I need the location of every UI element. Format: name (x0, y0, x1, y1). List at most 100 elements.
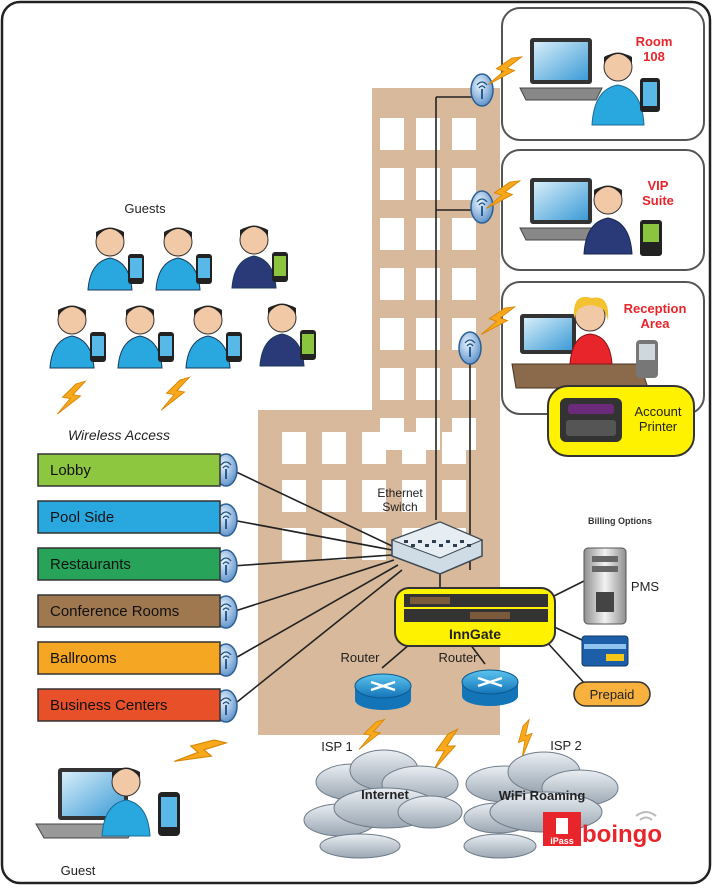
receptionist-icon (569, 296, 613, 365)
zone-item: Business Centers (37, 688, 221, 722)
boingo-logo: boingo (582, 811, 662, 848)
lightning-bolt-icon (173, 739, 229, 762)
svg-text:Prepaid: Prepaid (590, 687, 635, 702)
guest-label: Guest (61, 863, 96, 878)
zone-label: Restaurants (50, 556, 131, 573)
pms-label: PMS (631, 579, 660, 594)
router-1-label: Router (340, 650, 380, 665)
zone-bar (37, 594, 221, 628)
building-window (380, 168, 404, 200)
wireless-bolts (56, 56, 533, 771)
guest-laptop-icon (35, 768, 137, 839)
building-window (380, 268, 404, 300)
prepaid-badge: Prepaid (573, 681, 651, 707)
zone-label: Ballrooms (50, 650, 117, 667)
guest-person-icon (591, 52, 645, 126)
guest-person-icon (49, 305, 106, 369)
internet-cloud: Internet (303, 749, 463, 859)
zone-item: Pool Side (37, 500, 221, 534)
guest-person-icon (101, 767, 151, 837)
building-window (452, 118, 476, 150)
building-window (380, 118, 404, 150)
guest-person-icon (155, 227, 212, 291)
lightning-bolt-icon (160, 376, 191, 411)
credit-card-icon (581, 635, 629, 667)
building-window (452, 218, 476, 250)
zone-label: Lobby (50, 462, 91, 479)
building-window (322, 480, 346, 512)
lightning-bolt-icon (486, 180, 522, 209)
wireless-access-point-icon (470, 73, 494, 107)
zone-label: Business Centers (50, 697, 168, 714)
building-window (380, 218, 404, 250)
lightning-bolt-icon (488, 56, 524, 85)
building-window (402, 432, 426, 464)
guests-label: Guests (124, 201, 166, 216)
building-window (322, 528, 346, 560)
zone-item: Ballrooms (37, 641, 221, 675)
building-window (380, 318, 404, 350)
router-2-icon (461, 669, 519, 706)
zone-label: Conference Rooms (50, 603, 179, 620)
lightning-bolt-icon (358, 718, 386, 750)
svg-text:iPass: iPass (550, 836, 574, 846)
isp-2-label: ISP 2 (550, 738, 582, 753)
building-window (452, 168, 476, 200)
business-guest-icon (259, 303, 316, 367)
zone-bar (37, 641, 221, 675)
svg-text:Internet: Internet (361, 787, 409, 802)
building-window (282, 432, 306, 464)
laptop-icon (519, 38, 603, 101)
building-window (362, 480, 386, 512)
zone-bar (37, 547, 221, 581)
connection-lines (231, 96, 591, 707)
wireless-access-point-icon (458, 331, 482, 365)
wireless-access-point-icon (470, 190, 494, 224)
billing-options-label: Billing Options (588, 516, 652, 526)
wireless-access-label: Wireless Access (68, 427, 170, 443)
guest-person-icon (117, 305, 174, 369)
building-window (452, 368, 476, 400)
business-guest-icon (231, 225, 288, 289)
zone-bar (37, 500, 221, 534)
building-windows (282, 118, 476, 560)
lightning-bolt-icon (517, 718, 533, 759)
building-window (322, 432, 346, 464)
inngate-appliance: InnGate (394, 587, 556, 647)
inngate-label: InnGate (449, 626, 501, 642)
guest-group (49, 225, 316, 369)
guest-business-person-icon (583, 185, 633, 255)
zone-bar (37, 453, 221, 487)
svg-text:boingo: boingo (582, 821, 662, 848)
lightning-bolt-icon (433, 727, 459, 771)
isp-1-label: ISP 1 (321, 739, 353, 754)
guest-person-icon (87, 227, 144, 291)
guest-person-icon (185, 305, 242, 369)
laptop-icon (519, 178, 603, 241)
lightning-bolt-icon (56, 380, 87, 415)
ipass-logo: iPass (543, 812, 581, 846)
zone-item: Lobby (37, 453, 221, 487)
router-2-label: Router (438, 650, 478, 665)
building-window (380, 368, 404, 400)
svg-text:WiFi Roaming: WiFi Roaming (499, 788, 586, 803)
zone-item: Restaurants (37, 547, 221, 581)
building-window (452, 268, 476, 300)
zone-bar (37, 688, 221, 722)
zone-item: Conference Rooms (37, 594, 221, 628)
reception-desk (511, 363, 649, 389)
building-window (402, 480, 426, 512)
building-window (362, 432, 386, 464)
lightning-bolt-icon (481, 306, 517, 335)
